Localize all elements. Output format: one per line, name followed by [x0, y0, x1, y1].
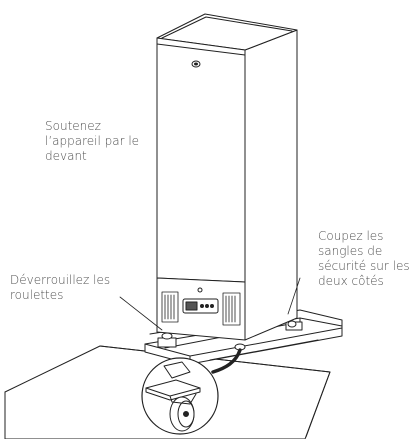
castor-detail-circle [141, 348, 242, 435]
label-unlock-castors: Déverrouillez les roulettes [10, 273, 111, 302]
label-support-front: Soutenez l’appareil par le devant [45, 119, 140, 163]
label-cut-straps: Coupez les sangles de sécurité sur les d… [318, 229, 410, 288]
refrigerator [156, 13, 298, 351]
pointer-lines [119, 277, 301, 331]
